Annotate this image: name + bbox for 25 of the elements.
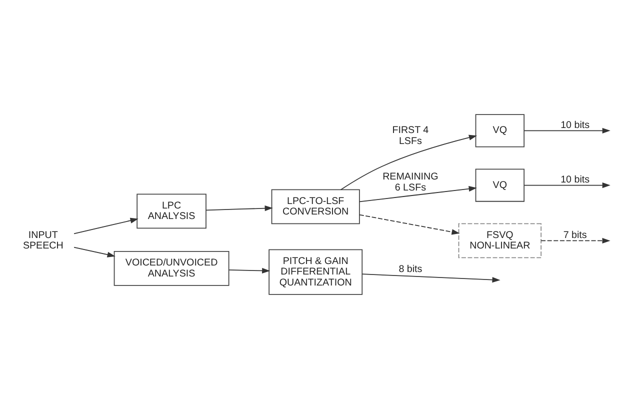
node-box: LPC-TO-LSF CONVERSION <box>271 188 360 224</box>
arrow <box>74 217 138 234</box>
arrow <box>359 214 460 234</box>
arrow <box>74 246 116 257</box>
node-box: VOICED/UNVOICED ANALYSIS <box>114 250 230 286</box>
edge-label: 7 bits <box>563 229 587 240</box>
arrow <box>340 134 477 190</box>
arrow <box>362 273 500 282</box>
node-box: VQ <box>475 168 525 202</box>
edge-label: 10 bits <box>560 119 590 130</box>
edge-label: FIRST 4 LSFs <box>392 124 429 146</box>
arrow <box>540 237 610 244</box>
edge-label: 10 bits <box>560 174 590 185</box>
arrow <box>524 182 610 188</box>
node-box: FSVQ NON-LINEAR <box>458 222 542 258</box>
arrow <box>228 267 270 274</box>
edge-label: 8 bits <box>398 263 422 274</box>
arrow <box>359 186 477 202</box>
node-box: PITCH & GAIN DIFFERENTIAL QUANTIZATION <box>268 248 363 294</box>
node-box: LPC ANALYSIS <box>136 193 206 228</box>
arrow <box>206 204 273 211</box>
node-text: INPUT SPEECH <box>22 229 64 252</box>
arrow <box>524 127 610 133</box>
node-box: VQ <box>475 114 525 147</box>
edge-label: REMAINING 6 LSFs <box>382 171 438 193</box>
